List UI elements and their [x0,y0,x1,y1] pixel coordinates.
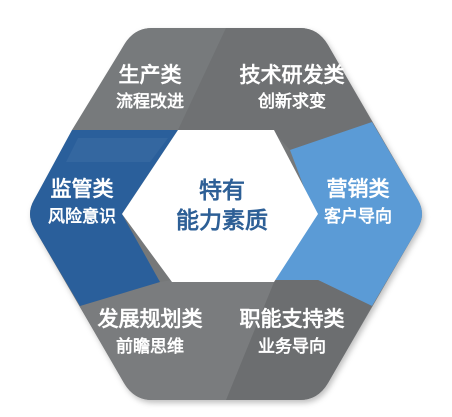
label-planning: 发展规划类 前瞻思维 [97,307,204,357]
segment-rnd [178,28,372,150]
label-marketing: 营销类 客户导向 [323,177,392,227]
svg-text:风险意识: 风险意识 [48,206,116,227]
svg-text:能力素质: 能力素质 [176,207,268,234]
segment-production [72,28,226,130]
label-rnd: 技术研发类 创新求变 [240,63,346,112]
svg-text:发展规划类: 发展规划类 [97,307,204,331]
svg-text:流程改进: 流程改进 [116,91,184,112]
svg-text:职能支持类: 职能支持类 [240,307,346,331]
label-production: 生产类 流程改进 [116,63,184,112]
segment-supervision [30,130,178,306]
svg-text:前瞻思维: 前瞻思维 [116,336,184,357]
center-hexagon [122,130,318,282]
segment-planning [80,280,274,400]
svg-text:监管类: 监管类 [51,177,115,201]
label-support: 职能支持类 业务导向 [240,307,346,357]
segment-marketing [262,122,422,306]
center-label: 特有 能力素质 [176,177,268,234]
svg-text:创新求变: 创新求变 [257,91,326,112]
svg-text:特有: 特有 [199,177,245,204]
svg-text:营销类: 营销类 [327,177,391,201]
segment-support [226,280,372,400]
supervision-highlight [66,138,168,162]
svg-text:业务导向: 业务导向 [258,336,326,357]
label-supervision: 监管类 风险意识 [48,177,116,227]
svg-text:客户导向: 客户导向 [323,206,392,227]
svg-text:生产类: 生产类 [119,63,183,87]
svg-text:技术研发类: 技术研发类 [240,63,346,87]
